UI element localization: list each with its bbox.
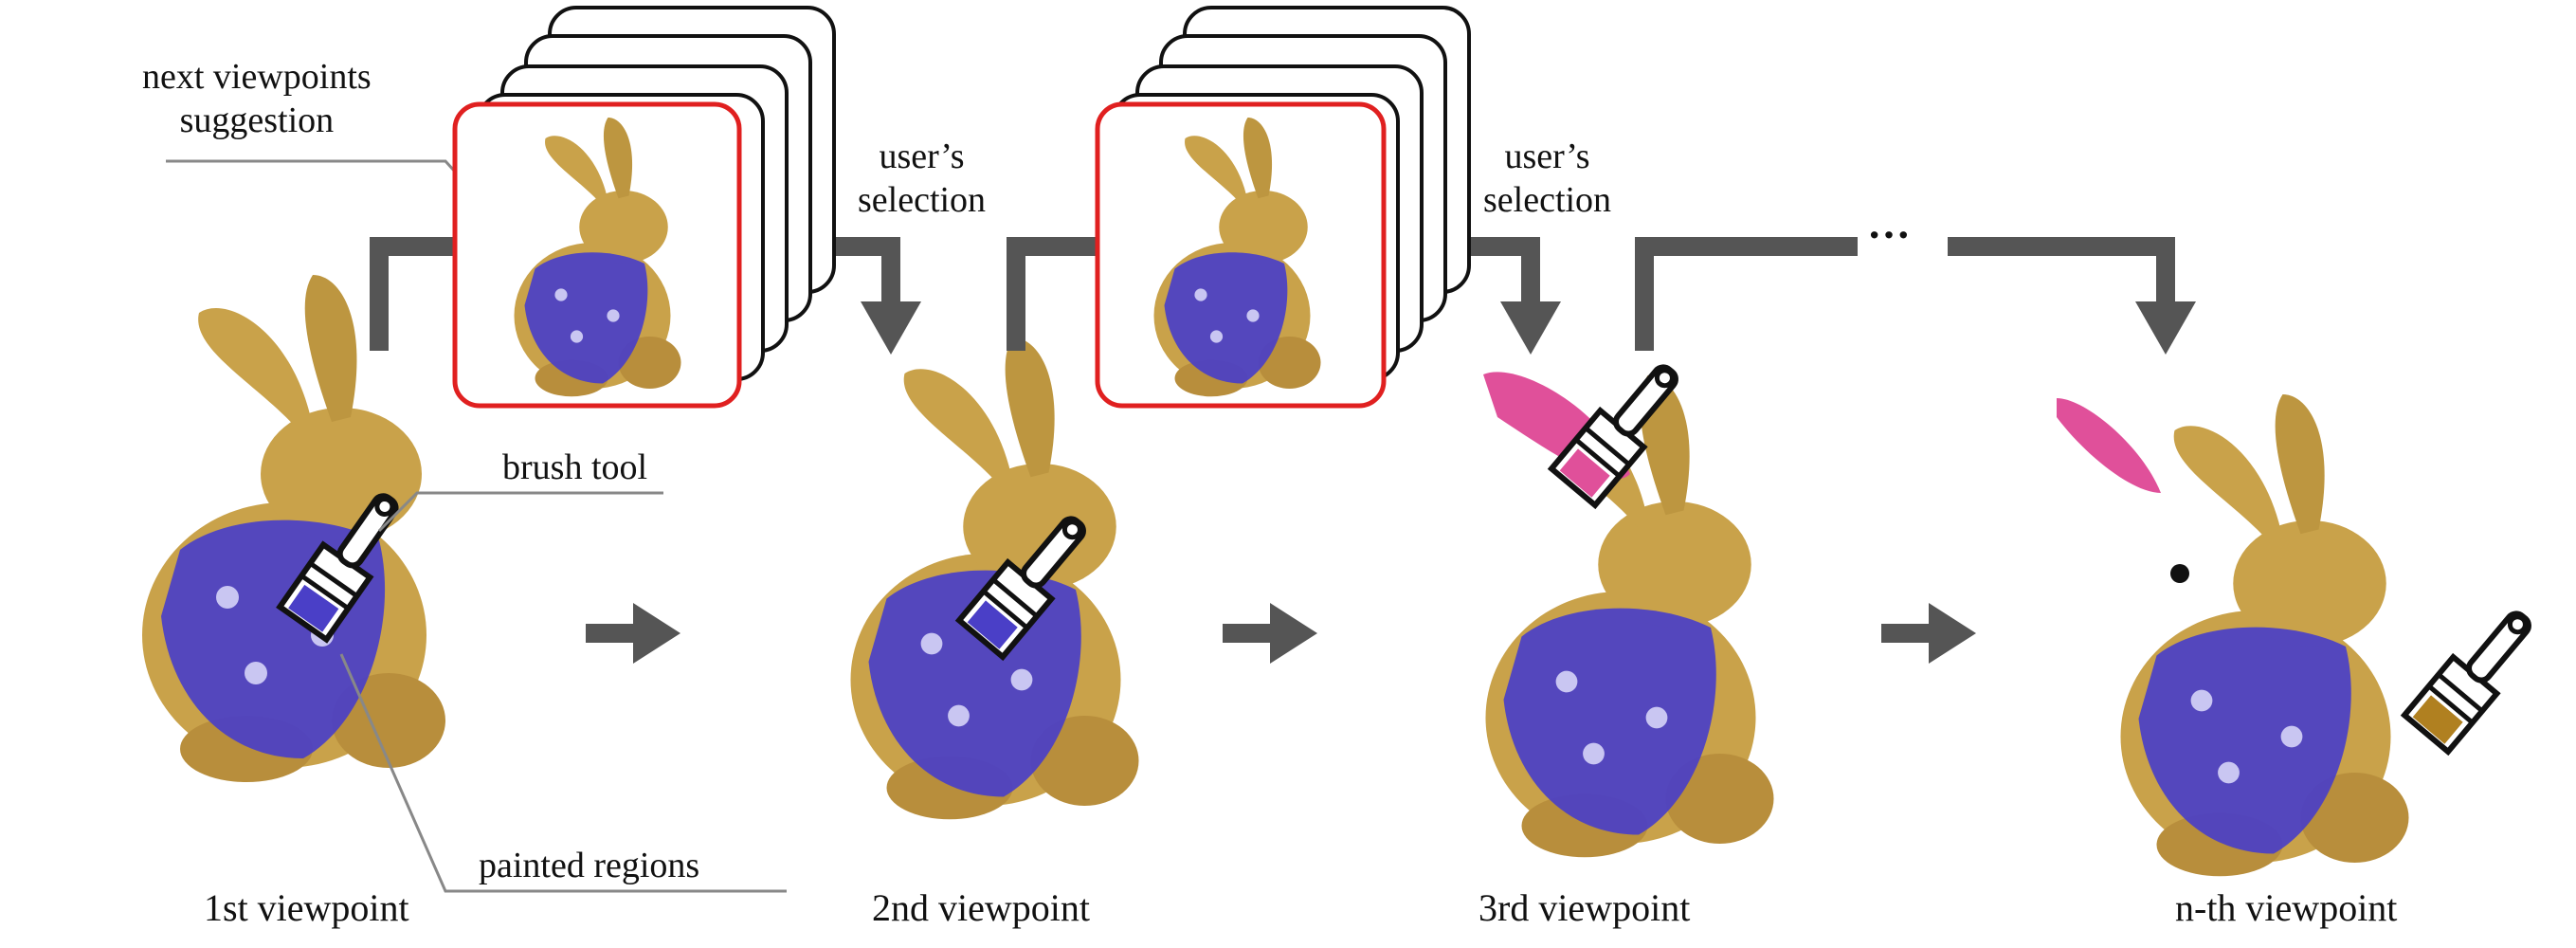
flow-bracket-2 <box>1007 237 1540 351</box>
pink-ear-inner <box>2057 398 2161 493</box>
brush-icon <box>2404 599 2546 752</box>
next-viewpoints-label: next viewpoints suggestion <box>142 57 372 140</box>
bunny-eye <box>2170 564 2189 583</box>
arrow-right-icon <box>586 603 680 664</box>
leader-line-next-viewpoints <box>166 159 495 215</box>
brush-icon <box>1551 353 1693 505</box>
users-selection-label-2: user’s selection <box>1483 137 1612 220</box>
flow-bracket-1 <box>370 237 900 351</box>
leader-line-brush-tool <box>377 491 663 533</box>
bunny-viewpoint-n <box>2120 394 2409 877</box>
viewpoint-label-3: 3rd viewpoint <box>1478 886 1691 929</box>
leader-line-painted-regions <box>339 653 787 893</box>
bunny-viewpoint-1 <box>142 275 445 782</box>
arrow-right-icon <box>1223 603 1317 664</box>
brush-icon <box>280 483 413 639</box>
flow-bracket-3 <box>1635 237 2175 351</box>
viewpoint-label-2: 2nd viewpoint <box>872 886 1090 929</box>
arrow-down-icon <box>1500 301 1561 355</box>
ellipsis-label: ··· <box>1867 210 1912 259</box>
brush-icon <box>959 504 1100 657</box>
viewpoint-label-1: 1st viewpoint <box>204 886 409 929</box>
brush-tool-label: brush tool <box>502 447 648 487</box>
arrow-down-icon <box>861 301 921 355</box>
viewpoint-label-n: n-th viewpoint <box>2175 886 2398 929</box>
users-selection-label-1: user’s selection <box>858 137 987 220</box>
arrow-down-icon <box>2135 301 2196 355</box>
painted-regions-label: painted regions <box>479 846 700 885</box>
arrow-right-icon <box>1881 603 1976 664</box>
